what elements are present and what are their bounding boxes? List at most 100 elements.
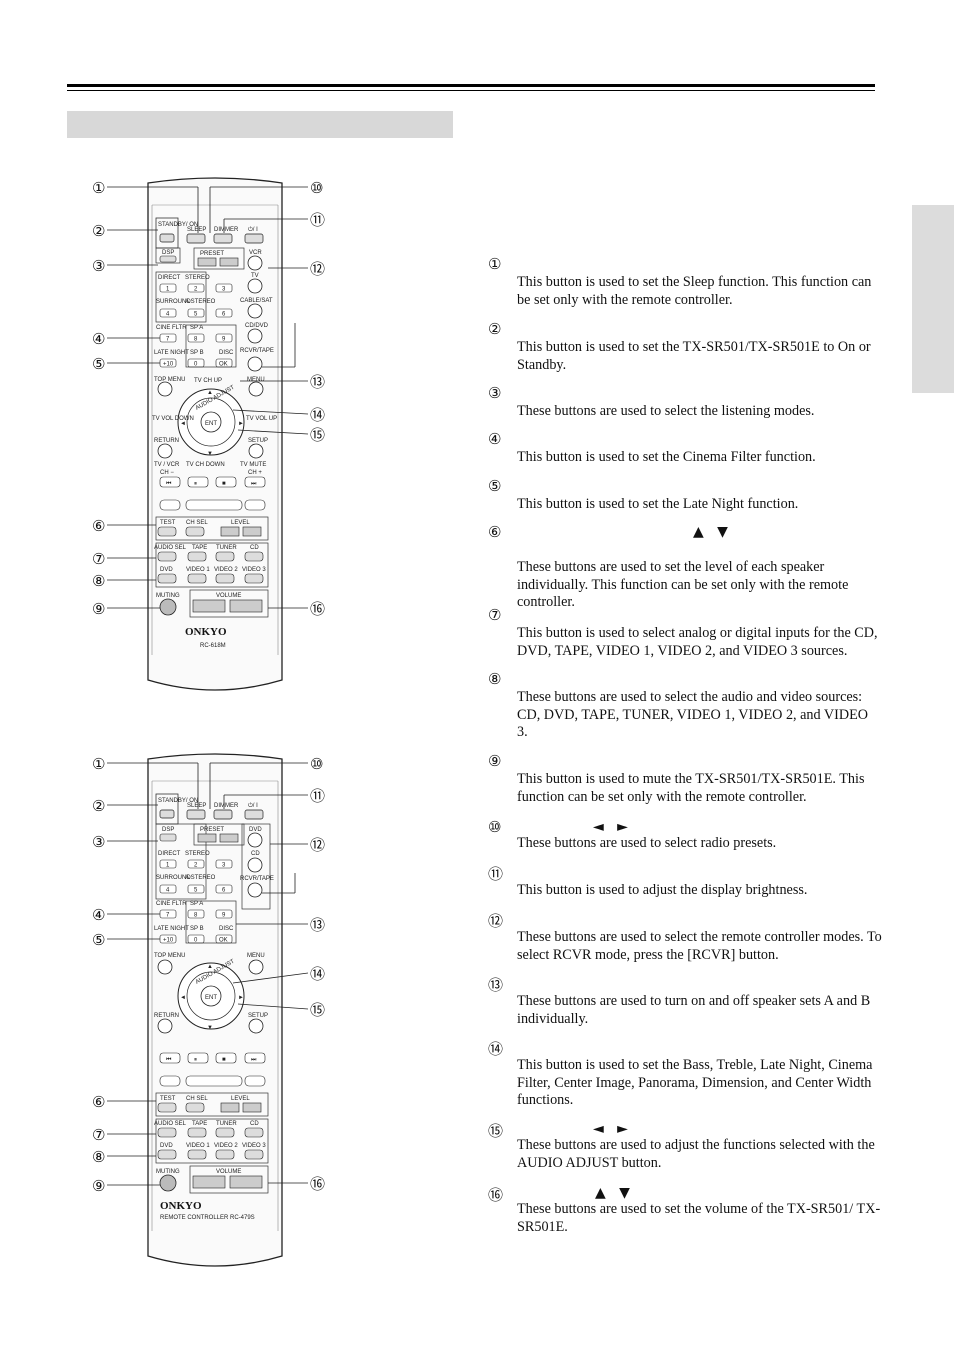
preset-down-button-2[interactable]: [197, 833, 217, 843]
enter-button[interactable]: [200, 411, 222, 433]
dimmer-button[interactable]: [213, 233, 233, 244]
number-1-button[interactable]: [159, 859, 177, 869]
level-up-button-2[interactable]: [242, 1102, 262, 1113]
cd-button-2[interactable]: [244, 1127, 264, 1138]
number-5-button[interactable]: [187, 308, 205, 318]
number-9-button[interactable]: [215, 909, 233, 919]
vcr-mode-button[interactable]: [247, 255, 263, 271]
rcvrtape-mode-button-2[interactable]: [247, 882, 263, 898]
volume-up-button[interactable]: [229, 599, 263, 613]
skip-forward-button[interactable]: [244, 1052, 266, 1064]
sleep-button-2[interactable]: [186, 809, 206, 820]
preset-down-button[interactable]: [197, 257, 217, 267]
rcvrtape-mode-button[interactable]: [247, 356, 263, 372]
volume-down-button[interactable]: [192, 599, 226, 613]
volume-up-button-2[interactable]: [229, 1175, 263, 1189]
dsp-button-2[interactable]: [159, 833, 177, 842]
muting-button-2[interactable]: [159, 1174, 177, 1192]
tv-mode-button[interactable]: [247, 278, 263, 294]
number-4-button[interactable]: [159, 884, 177, 894]
dsp-button[interactable]: [159, 255, 177, 263]
rewind-button[interactable]: [159, 499, 181, 511]
dvd-button-2[interactable]: [157, 1149, 177, 1160]
number-3-button[interactable]: [215, 859, 233, 869]
number-1-label: 1: [166, 863, 170, 869]
preset-up-button[interactable]: [219, 257, 239, 267]
cd-button[interactable]: [244, 551, 264, 562]
test-button[interactable]: [157, 526, 177, 537]
number-9-button[interactable]: [215, 333, 233, 343]
number-8-button[interactable]: [187, 909, 205, 919]
video1-button-2[interactable]: [187, 1149, 207, 1160]
tuner-button-2[interactable]: [215, 1127, 235, 1138]
cablesat-mode-button[interactable]: [247, 303, 263, 319]
number-4-button[interactable]: [159, 308, 177, 318]
power-button-2[interactable]: [244, 809, 264, 820]
play-button[interactable]: [185, 1075, 243, 1087]
level-label-2: LEVEL: [231, 1096, 250, 1102]
level-up-button[interactable]: [242, 526, 262, 537]
disc-label: DISC: [219, 350, 234, 356]
muting-button[interactable]: [159, 598, 177, 616]
chsel-button-2[interactable]: [185, 1102, 205, 1113]
rewind-button[interactable]: [159, 1075, 181, 1087]
return-button[interactable]: [157, 443, 173, 459]
skip-back-button[interactable]: [159, 1052, 181, 1064]
audiosel-button-2[interactable]: [157, 1127, 177, 1138]
return-button-2[interactable]: [157, 1018, 173, 1034]
pause-button[interactable]: [187, 1052, 209, 1064]
setup-button[interactable]: [248, 443, 264, 459]
enter-button-2[interactable]: [200, 985, 222, 1007]
number-3-button[interactable]: [215, 283, 233, 293]
topmenu-button-2[interactable]: [157, 959, 173, 975]
number-2-button[interactable]: [187, 859, 205, 869]
audiosel-button[interactable]: [157, 551, 177, 562]
number-2-label: 2: [194, 287, 198, 293]
number-8-button[interactable]: [187, 333, 205, 343]
number-2-button[interactable]: [187, 283, 205, 293]
number-1-button[interactable]: [159, 283, 177, 293]
menu-button-2[interactable]: [248, 959, 264, 975]
level-down-button[interactable]: [220, 526, 240, 537]
preset-up-button-2[interactable]: [219, 833, 239, 843]
sleep-button[interactable]: [186, 233, 206, 244]
item-description: This button is used to set the Late Nigh…: [517, 496, 799, 512]
dimmer-button-2[interactable]: [213, 809, 233, 820]
play-button[interactable]: [185, 499, 243, 511]
callout-3: ③: [92, 257, 105, 275]
number-5-button[interactable]: [187, 884, 205, 894]
stop-button[interactable]: [215, 1052, 237, 1064]
cddvd-mode-button[interactable]: [247, 328, 263, 344]
fast-forward-button[interactable]: [244, 499, 266, 511]
spb-label-2: SP B: [190, 926, 204, 932]
number-6-button[interactable]: [215, 884, 233, 894]
tape-button-2[interactable]: [187, 1127, 207, 1138]
topmenu-button[interactable]: [157, 381, 173, 397]
video3-button-2[interactable]: [244, 1149, 264, 1160]
skip-back-button[interactable]: [159, 476, 181, 488]
number-6-button[interactable]: [215, 308, 233, 318]
cd-mode-button[interactable]: [247, 857, 263, 873]
dvd-mode-button[interactable]: [247, 832, 263, 848]
video1-button[interactable]: [187, 573, 207, 584]
item-number: ⑯: [488, 1186, 504, 1204]
test-button-2[interactable]: [157, 1102, 177, 1113]
chsel-button[interactable]: [185, 526, 205, 537]
volume-down-button-2[interactable]: [192, 1175, 226, 1189]
stop-button[interactable]: [215, 476, 237, 488]
video2-button-2[interactable]: [215, 1149, 235, 1160]
menu-button[interactable]: [248, 381, 264, 397]
skip-forward-button[interactable]: [244, 476, 266, 488]
standby-button-2[interactable]: [159, 809, 175, 819]
setup-button-2[interactable]: [248, 1018, 264, 1034]
level-down-button-2[interactable]: [220, 1102, 240, 1113]
fast-forward-button[interactable]: [244, 1075, 266, 1087]
dvd-button[interactable]: [157, 573, 177, 584]
standby-button[interactable]: [159, 233, 175, 243]
video3-button[interactable]: [244, 573, 264, 584]
tuner-button[interactable]: [215, 551, 235, 562]
power-button[interactable]: [244, 233, 264, 244]
pause-button[interactable]: [187, 476, 209, 488]
tape-button[interactable]: [187, 551, 207, 562]
video2-button[interactable]: [215, 573, 235, 584]
